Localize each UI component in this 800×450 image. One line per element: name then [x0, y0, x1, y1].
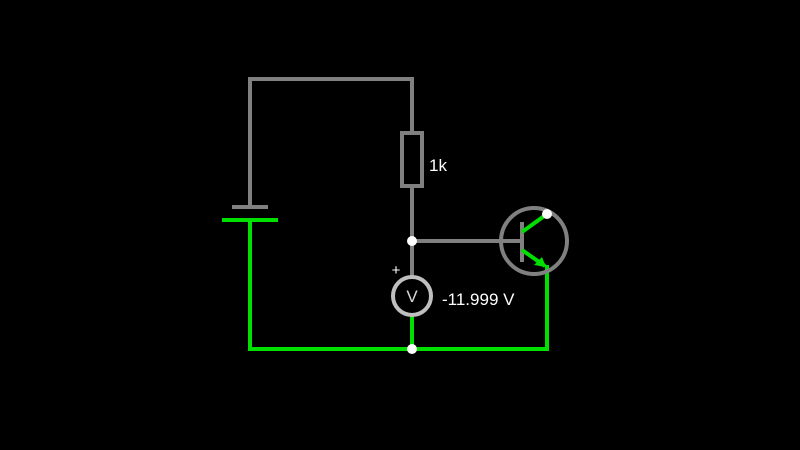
resistor[interactable]: 1k: [400, 131, 447, 188]
wire-bottom-loop[interactable]: [248, 219, 549, 351]
voltmeter-body: [391, 275, 433, 317]
voltmeter-symbol: V: [406, 287, 418, 306]
transistor-collector: [520, 212, 549, 234]
voltmeter[interactable]: V + -11.999 V: [391, 262, 516, 317]
resistor-value-label: 1k: [429, 156, 447, 175]
voltmeter-reading: -11.999 V: [442, 290, 515, 309]
wires-idle: [248, 77, 523, 279]
npn-transistor-icon[interactable]: [499, 206, 569, 276]
battery-icon[interactable]: [222, 205, 278, 222]
resistor-body: [400, 131, 424, 188]
collector-terminal-node[interactable]: [542, 209, 552, 219]
junction-node-base[interactable]: [407, 236, 417, 246]
transistor-emitter-arrow: [534, 257, 546, 267]
wires-active: [248, 219, 549, 351]
transistor-body-circle: [499, 206, 569, 276]
wire-top-loop[interactable]: [248, 77, 414, 208]
nodes: [407, 209, 552, 354]
voltmeter-polarity-label: +: [392, 262, 401, 279]
junction-node-ground[interactable]: [407, 344, 417, 354]
